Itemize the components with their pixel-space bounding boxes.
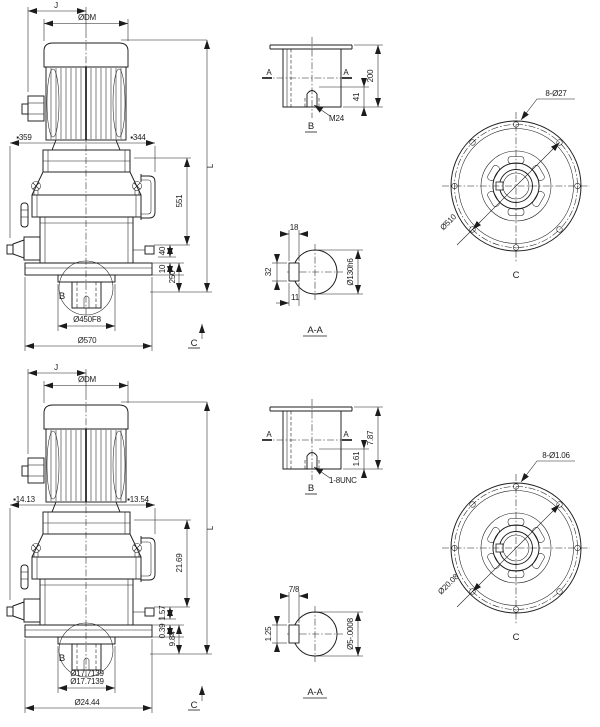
detail-b-label: B <box>59 291 65 302</box>
dim-spigot-upper: Ø17.7139 <box>70 669 104 678</box>
dim-width-left: ▪14.13 <box>13 495 35 504</box>
imperial-labels: J ØDM ▪14.13 ▪13.54 21.69 1.57 0.39 9.84… <box>13 363 571 711</box>
dim-a: 1.57 <box>158 605 167 621</box>
section-aa-label: A-A <box>307 687 323 698</box>
dim-spigot: Ø17.7139 <box>70 677 104 686</box>
drawing-set-metric: J ØDM ▪359 ▪344 551 40 10 250 L Ø450F8 Ø… <box>7 1 590 351</box>
shaft-detail-view-b <box>262 399 383 494</box>
dim-tap-depth: 1.61 <box>352 451 361 467</box>
drawing-set-imperial: J ØDM ▪14.13 ▪13.54 21.69 1.57 0.39 9.84… <box>7 363 590 713</box>
dim-height-upper: 551 <box>175 194 184 207</box>
dim-a: 40 <box>158 246 167 255</box>
dim-j: J <box>54 1 58 10</box>
dim-key-height: 1.25 <box>264 626 273 642</box>
thread-callout: M24 <box>329 114 345 123</box>
section-a-left: A <box>266 68 272 77</box>
dim-tap-depth: 41 <box>352 92 361 101</box>
dim-shaft-length: 200 <box>366 69 375 82</box>
dim-b: 0.39 <box>158 623 167 639</box>
dim-key-height: 32 <box>264 267 273 276</box>
dim-key-width: 7/8 <box>289 585 300 594</box>
dim-key-width: 18 <box>290 223 299 232</box>
key-offset-dim <box>276 283 300 306</box>
dim-overall-l: L <box>206 525 215 530</box>
dim-bolt-circle: Ø510 <box>438 212 458 232</box>
thread-callout: 1-8UNC <box>329 476 357 485</box>
dim-base: Ø570 <box>78 336 98 345</box>
dim-bolt-holes: 8-Ø1.06 <box>542 451 570 460</box>
metric-labels: J ØDM ▪359 ▪344 551 40 10 250 L Ø450F8 Ø… <box>16 1 567 349</box>
dim-bore: Ø5-.0008 <box>346 617 355 650</box>
view-c-label: C <box>513 632 520 643</box>
view-b-label: B <box>308 121 314 132</box>
section-a-right: A <box>343 430 349 439</box>
side-view <box>7 369 212 713</box>
dim-bore: Ø130h6 <box>346 258 355 286</box>
dim-b: 10 <box>158 264 167 273</box>
section-a-left: A <box>266 430 272 439</box>
detail-b-label: B <box>59 653 65 664</box>
side-view <box>7 7 212 351</box>
dim-c: 9.84 <box>168 631 177 647</box>
dim-base: Ø24.44 <box>74 698 100 707</box>
dim-c: 250 <box>168 270 177 283</box>
flange-view-c <box>442 461 590 624</box>
dim-height-upper: 21.69 <box>175 553 184 573</box>
section-a-right: A <box>343 68 349 77</box>
view-b-label: B <box>308 483 314 494</box>
dim-width-right: ▪13.54 <box>127 495 149 504</box>
section-aa-label: A-A <box>307 325 323 336</box>
dim-j: J <box>54 363 58 372</box>
flange-view-c <box>442 99 590 262</box>
dim-spigot: Ø450F8 <box>73 315 101 324</box>
view-arrow-c-label: C <box>191 700 198 711</box>
dim-width-right: ▪344 <box>130 133 146 142</box>
dim-dm: ØDM <box>78 13 97 22</box>
shaft-detail-view-b <box>262 37 383 132</box>
dim-width-left: ▪359 <box>16 133 32 142</box>
dim-overall-l: L <box>206 163 215 168</box>
view-arrow-c-label: C <box>191 338 198 349</box>
view-c-label: C <box>513 270 520 281</box>
dim-key-offset: 11 <box>291 293 300 302</box>
dim-dm: ØDM <box>78 375 97 384</box>
dim-bolt-holes: 8-Ø27 <box>545 89 567 98</box>
dim-shaft-length: 7.87 <box>366 430 375 446</box>
